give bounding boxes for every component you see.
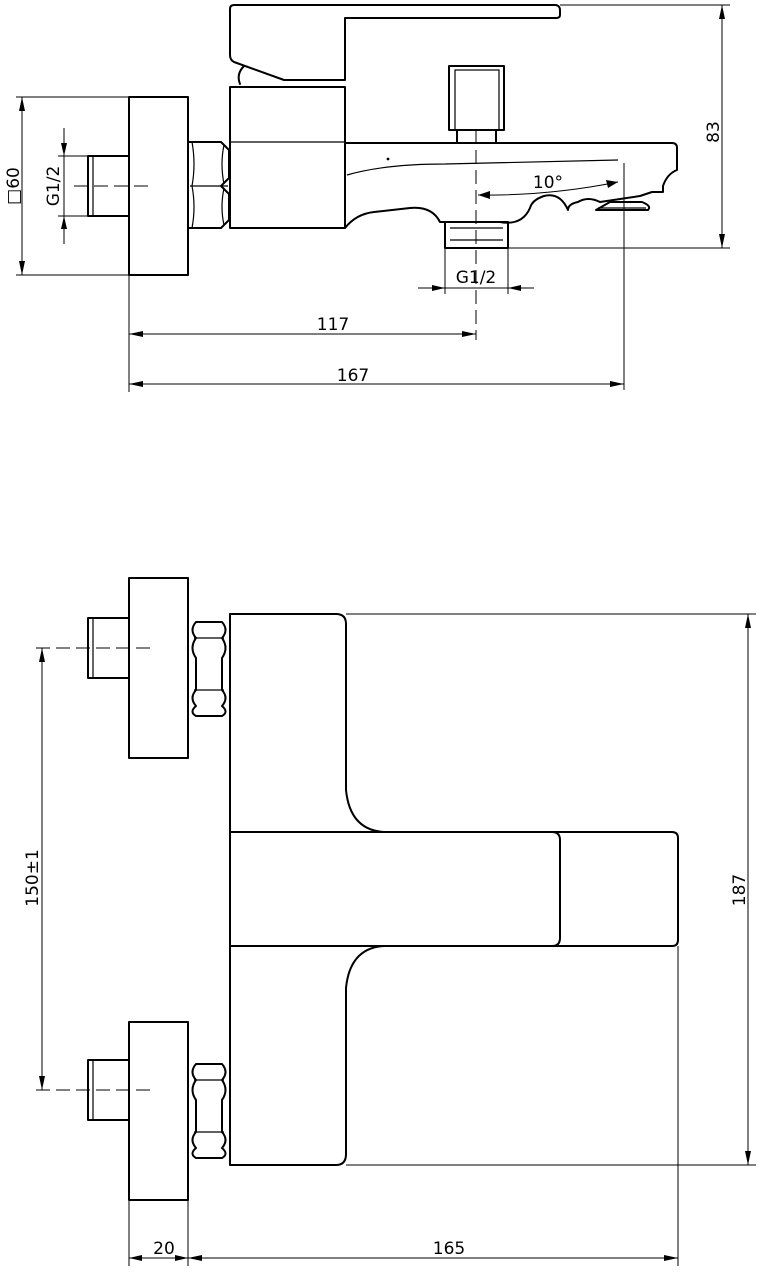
label-total-depth: 167 (337, 366, 369, 386)
label-spout-angle: 10° (533, 173, 563, 193)
side-view: □60 G1/2 10° 83 (4, 4, 730, 392)
top-lower-hex-nut (191, 1063, 227, 1159)
top-lower-flange (128, 1021, 189, 1201)
dim-height: 83 (508, 4, 730, 249)
label-inlet-spacing: 150±1 (23, 849, 43, 907)
side-handle-lever (229, 4, 561, 81)
side-spout (344, 142, 678, 229)
label-inlet-thread: G1/2 (44, 166, 64, 207)
label-flange-depth: 20 (153, 1239, 175, 1259)
label-outlet-offset: 117 (317, 315, 349, 335)
label-flange-square: □60 (4, 167, 24, 205)
dim-outlet-offset: 117 (128, 275, 476, 392)
dim-inlet-spacing: 150±1 (23, 648, 45, 1090)
side-hex-nut (187, 141, 230, 229)
dim-total-depth: 167 (129, 366, 624, 387)
dim-flange-square: □60 (4, 96, 129, 276)
top-view: 150±1 187 20 165 (23, 577, 756, 1266)
dim-body-depth: 165 (188, 946, 679, 1266)
label-body-depth: 165 (433, 1239, 465, 1259)
top-upper-flange (128, 577, 189, 759)
label-body-length: 187 (730, 874, 750, 906)
top-upper-hex-nut (191, 621, 227, 717)
top-body-outline (229, 613, 679, 1166)
dim-outlet-thread: G1/2 (418, 248, 534, 294)
dim-flange-depth: 20 (128, 1200, 189, 1266)
dim-spout-angle: 10° (477, 163, 625, 390)
top-handle-lever (229, 831, 561, 947)
dim-inlet-thread: G1/2 (44, 128, 88, 244)
label-outlet-thread: G1/2 (456, 268, 497, 288)
dim-body-length: 187 (346, 613, 756, 1166)
label-height: 83 (704, 121, 724, 143)
side-body-block (229, 86, 346, 229)
side-outlet-nozzle (595, 201, 651, 211)
